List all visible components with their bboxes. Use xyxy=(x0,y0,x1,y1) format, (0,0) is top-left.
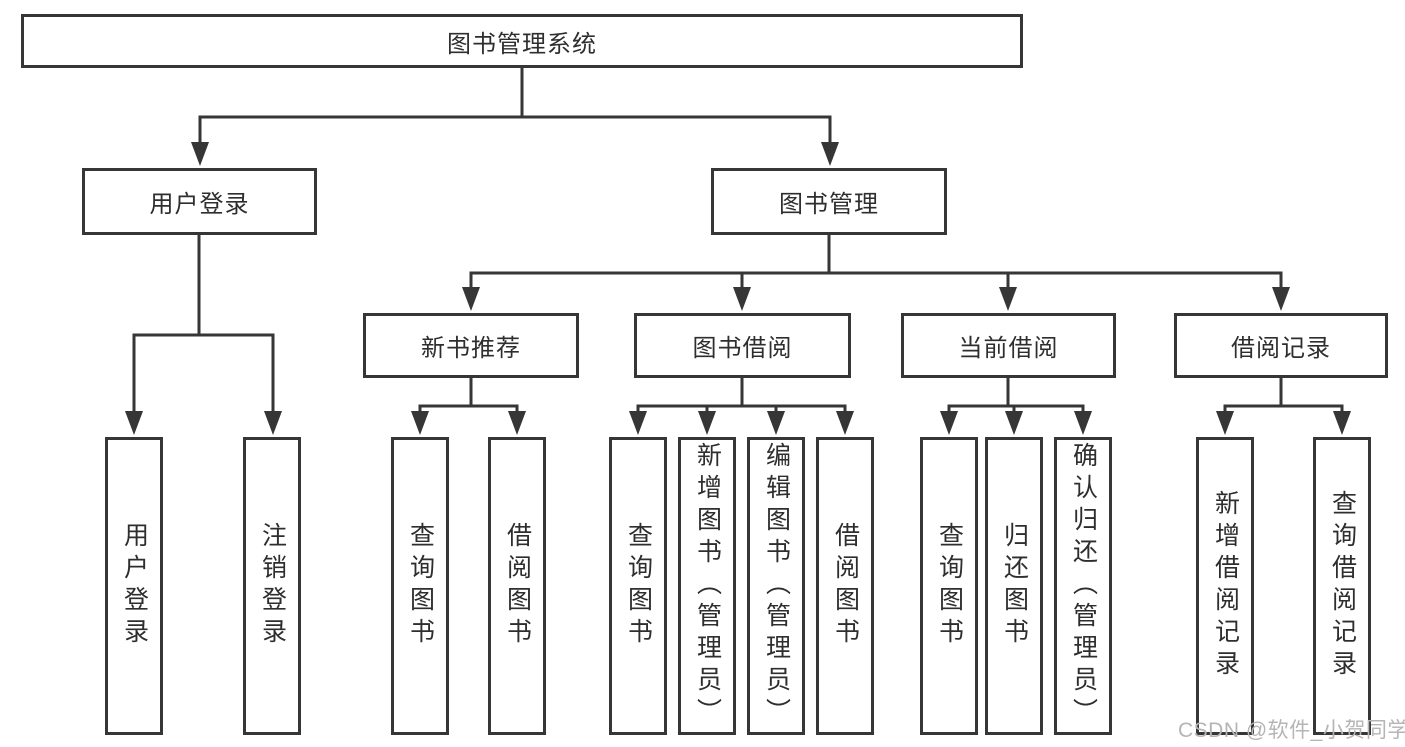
node-new-book-recommendation: 新书推荐 xyxy=(363,313,579,378)
node-current-borrowing: 当前借阅 xyxy=(901,313,1116,378)
leaf-query-books-recommend: 查询图书 xyxy=(391,437,449,735)
leaf-edit-books-admin: 编辑图书（管理员） xyxy=(747,437,805,735)
node-label: 图书管理系统 xyxy=(447,30,597,58)
node-label: 用户登录 xyxy=(149,191,250,218)
node-borrowing-records: 借阅记录 xyxy=(1174,313,1388,378)
node-book-borrowing: 图书借阅 xyxy=(634,313,851,378)
leaf-logout: 注销登录 xyxy=(243,437,301,735)
leaf-query-books-borrowing: 查询图书 xyxy=(609,437,667,735)
node-book-management: 图书管理 xyxy=(711,168,947,235)
node-label: 编辑图书（管理员） xyxy=(762,442,791,730)
leaf-add-borrow-record: 新增借阅记录 xyxy=(1196,437,1254,735)
leaf-add-books-admin: 新增图书（管理员） xyxy=(678,437,736,735)
leaf-user-login: 用户登录 xyxy=(105,437,163,735)
leaf-borrow-books: 借阅图书 xyxy=(816,437,874,735)
node-label: 注销登录 xyxy=(258,522,287,650)
node-label: 查询图书 xyxy=(935,522,964,650)
node-label: 借阅记录 xyxy=(1231,335,1331,362)
node-label: 图书借阅 xyxy=(692,335,793,362)
csdn-watermark: CSDN @软件_小贺同学 xyxy=(1178,719,1405,742)
node-label: 新书推荐 xyxy=(421,335,521,362)
node-label: 归还图书 xyxy=(1000,522,1029,650)
node-label: 查询图书 xyxy=(406,522,435,650)
node-label: 查询借阅记录 xyxy=(1328,490,1357,682)
leaf-return-books: 归还图书 xyxy=(985,437,1043,735)
node-label: 新增借阅记录 xyxy=(1211,490,1240,682)
node-label: 借阅图书 xyxy=(503,522,532,650)
node-label: 用户登录 xyxy=(120,522,149,650)
node-label: 当前借阅 xyxy=(958,335,1059,362)
leaf-query-borrow-record: 查询借阅记录 xyxy=(1313,437,1371,735)
node-label: 借阅图书 xyxy=(831,522,860,650)
node-label: 查询图书 xyxy=(624,522,653,650)
leaf-confirm-return-admin: 确认归还（管理员） xyxy=(1054,437,1112,735)
node-user-login: 用户登录 xyxy=(82,168,317,235)
node-label: 新增图书（管理员） xyxy=(693,442,722,730)
node-label: 确认归还（管理员） xyxy=(1069,442,1098,730)
node-library-management-system: 图书管理系统 xyxy=(21,14,1023,68)
leaf-borrow-books-recommend: 借阅图书 xyxy=(488,437,546,735)
node-label: 图书管理 xyxy=(779,191,879,218)
leaf-query-books-current: 查询图书 xyxy=(920,437,978,735)
